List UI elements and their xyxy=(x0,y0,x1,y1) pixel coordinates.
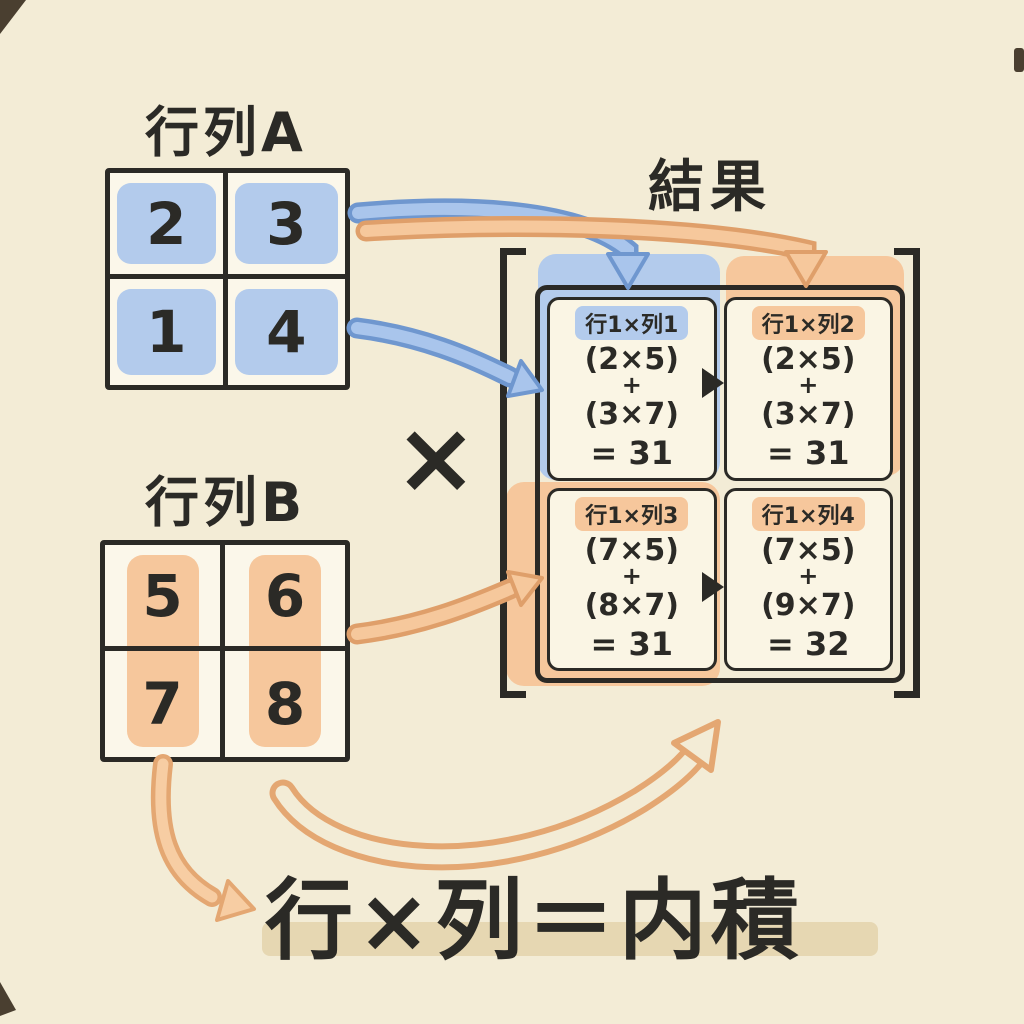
blue-highlight xyxy=(117,183,216,264)
multiply-symbol: × xyxy=(394,399,478,516)
result-value: = 32 xyxy=(767,624,850,663)
matrix-a: 2 3 1 4 xyxy=(105,168,350,390)
artifact-mark xyxy=(1014,48,1024,72)
matrix-a-value: 4 xyxy=(266,298,307,366)
matrix-a-cell: 2 xyxy=(110,173,228,279)
plus-sign: + xyxy=(798,371,819,399)
result-term: (8×7) xyxy=(584,587,679,623)
artifact-mark xyxy=(0,0,26,34)
matrix-a-label: 行列A xyxy=(145,101,307,164)
result-cell-tag: 行1×列2 xyxy=(751,306,865,340)
result-term: (3×7) xyxy=(584,397,679,433)
result-term: (7×5) xyxy=(761,532,856,568)
matrix-b-value: 5 xyxy=(142,561,183,630)
matrix-b-cell: 8 xyxy=(225,651,345,757)
matrix-a-value: 3 xyxy=(266,189,307,258)
matrix-b-cell: 5 xyxy=(105,545,225,651)
artifact-mark xyxy=(0,982,16,1016)
matrix-a-cell: 3 xyxy=(227,173,345,279)
formula-text: 行×列＝内積 xyxy=(265,869,803,972)
matrix-b-value: 7 xyxy=(142,670,183,738)
matrix-a-cell: 4 xyxy=(228,279,346,385)
plus-sign: + xyxy=(621,561,642,590)
blue-highlight xyxy=(234,183,338,264)
matrix-a-cell: 1 xyxy=(110,279,228,385)
result-term: (2×5) xyxy=(584,342,679,377)
orange-highlight xyxy=(249,651,321,747)
result-value: = 31 xyxy=(590,434,673,473)
orange-highlight xyxy=(126,555,199,646)
result-cell-4: 行1×列4 (7×5) + (9×7) = 32 xyxy=(723,487,893,671)
result-term: (3×7) xyxy=(761,397,856,433)
plus-sign: + xyxy=(621,371,642,399)
orange-highlight xyxy=(126,651,199,747)
result-cell-3: 行1×列3 (7×5) + (8×7) = 31 xyxy=(547,487,717,671)
result-cell-tag: 行1×列1 xyxy=(575,306,689,340)
matrix-a-value: 1 xyxy=(146,298,187,366)
left-bracket-icon xyxy=(500,248,526,698)
matrix-b-cell: 6 xyxy=(225,545,345,651)
result-matrix: 行1×列1 (2×5) + (3×7) = 31 行1×列2 (2×5) + (… xyxy=(500,248,920,698)
result-cell-tag: 行1×列3 xyxy=(575,496,689,531)
matrix-b-cell: 7 xyxy=(105,651,225,757)
result-cell-tag: 行1×列4 xyxy=(751,496,865,531)
blue-highlight xyxy=(117,289,216,375)
formula-underline xyxy=(262,922,878,956)
matrix-a-value: 2 xyxy=(146,189,187,258)
result-cell-2: 行1×列2 (2×5) + (3×7) = 31 xyxy=(723,297,893,481)
result-cell-1: 行1×列1 (2×5) + (3×7) = 31 xyxy=(547,297,717,481)
plus-sign: + xyxy=(798,561,819,590)
blue-highlight xyxy=(234,289,338,375)
right-bracket-icon xyxy=(894,248,920,698)
matrix-b-value: 8 xyxy=(264,670,306,738)
result-value: = 31 xyxy=(767,434,850,473)
result-value: = 31 xyxy=(590,624,673,663)
orange-highlight xyxy=(249,555,321,646)
result-grid: 行1×列1 (2×5) + (3×7) = 31 行1×列2 (2×5) + (… xyxy=(535,285,905,683)
arrow-b-to-formula-icon xyxy=(150,754,256,922)
result-label: 結果 xyxy=(648,155,772,220)
result-term: (2×5) xyxy=(761,342,856,377)
matrix-b: 5 6 7 8 xyxy=(100,540,350,762)
matrix-b-value: 6 xyxy=(264,561,306,630)
result-term: (9×7) xyxy=(761,587,856,623)
matrix-b-label: 行列B xyxy=(145,471,307,534)
result-term: (7×5) xyxy=(584,532,679,568)
